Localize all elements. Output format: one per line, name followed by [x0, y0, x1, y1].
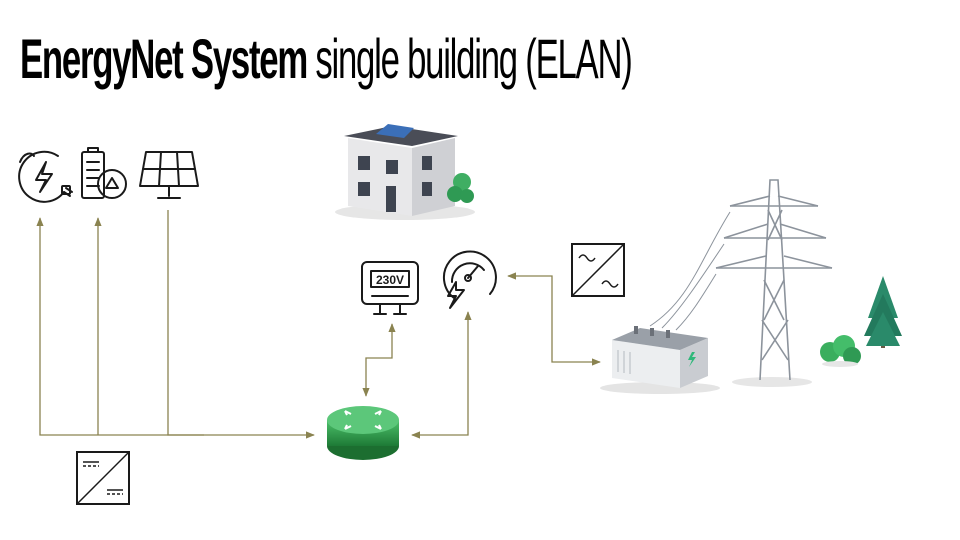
battery-recycle-icon	[81, 147, 127, 199]
ev-charger-link	[36, 217, 315, 439]
building-icon	[335, 124, 475, 220]
grid-link	[507, 272, 601, 366]
page-title: EnergyNet System single building (ELAN)	[20, 24, 633, 94]
connector-lines	[36, 210, 601, 439]
tree-icon	[864, 276, 902, 348]
solar-link	[167, 210, 204, 436]
title-bold: EnergyNet System	[20, 27, 308, 90]
ev-charging-icon	[18, 150, 73, 203]
dc-dc-converter-icon	[76, 451, 130, 505]
power-gauge-icon	[442, 250, 497, 309]
meter-link	[362, 323, 396, 397]
solar-panel-icon	[139, 151, 199, 199]
meter-reading: 230V	[376, 273, 404, 287]
ac-converter-icon	[571, 243, 625, 297]
transformer-icon	[600, 326, 720, 394]
gauge-link	[411, 311, 472, 439]
bush-icon	[820, 335, 861, 367]
electricity-meter-icon: 230V	[361, 261, 419, 315]
router-icon	[327, 406, 399, 460]
power-pylon-icon	[649, 179, 833, 387]
title-subtitle: single building (ELAN)	[315, 27, 632, 90]
